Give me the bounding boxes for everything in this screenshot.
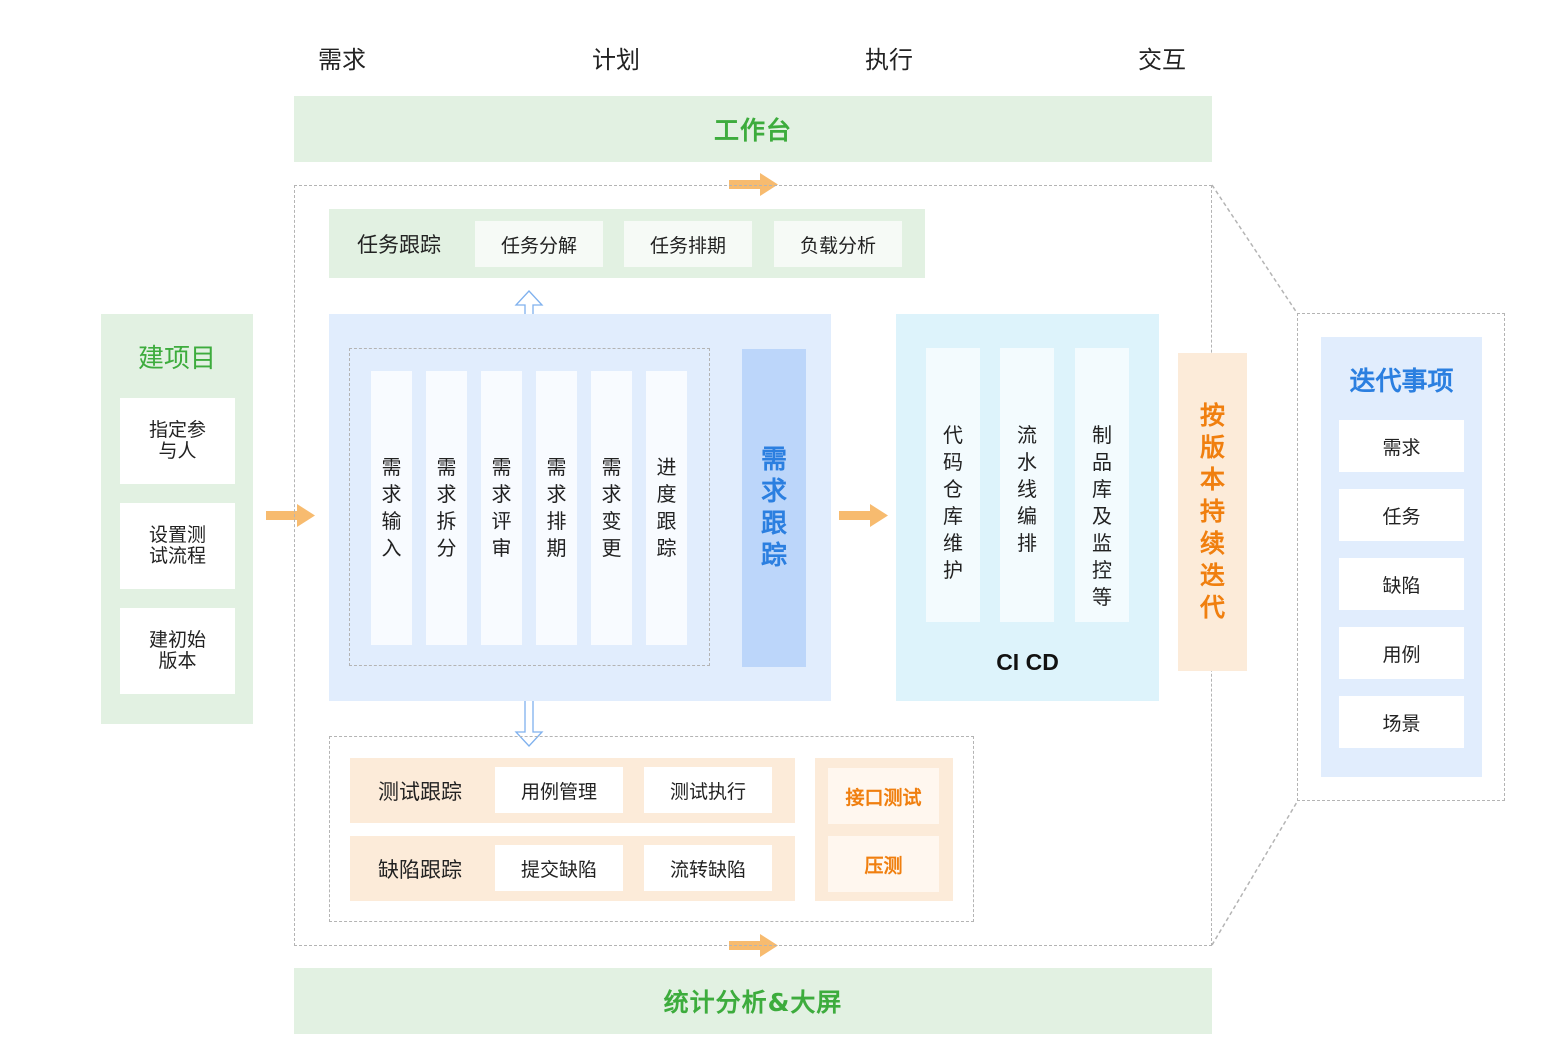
requirement-column-text: 需求变更 <box>601 455 622 560</box>
iteration-item[interactable]: 任务 <box>1339 489 1464 541</box>
task-tracking-item[interactable]: 任务排期 <box>624 221 752 267</box>
requirement-column[interactable]: 需求评审 <box>481 371 522 645</box>
requirement-column[interactable]: 需求排期 <box>536 371 577 645</box>
connector-line <box>1211 184 1298 314</box>
requirement-column[interactable]: 进度跟踪 <box>646 371 687 645</box>
requirement-dashed-group <box>349 348 710 666</box>
phase-label: 计划 <box>592 46 640 74</box>
phase-label: 需求 <box>318 46 366 74</box>
iteration-item[interactable]: 场景 <box>1339 696 1464 748</box>
build-project-item[interactable]: 建初始 版本 <box>120 608 235 694</box>
defect-tracking-label: 缺陷跟踪 <box>378 857 462 882</box>
requirement-tracking-title-box[interactable]: 需求跟踪 <box>742 349 806 667</box>
requirement-column[interactable]: 需求拆分 <box>426 371 467 645</box>
requirement-column-text: 需求评审 <box>491 455 512 560</box>
iteration-items-title: 迭代事项 <box>1349 366 1454 397</box>
cicd-panel: 代码仓库维护 流水线编排 制品库及监控等 CI CD <box>896 314 1159 701</box>
requirement-column[interactable]: 需求输入 <box>371 371 412 645</box>
testing-dashed-group <box>329 736 974 922</box>
build-project-item[interactable]: 设置测 试流程 <box>120 503 235 589</box>
task-tracking-panel: 任务跟踪 任务分解 任务排期 负载分析 <box>329 209 925 278</box>
test-tracking-item[interactable]: 用例管理 <box>495 767 623 813</box>
cicd-column-text: 流水线编排 <box>1017 423 1037 555</box>
iteration-dashed-frame <box>1297 313 1505 801</box>
requirement-tracking-title: 需求跟踪 <box>760 445 787 571</box>
cicd-column-text: 制品库及监控等 <box>1092 423 1112 609</box>
defect-tracking-row: 缺陷跟踪 提交缺陷 流转缺陷 <box>350 836 795 901</box>
cicd-column-text: 代码仓库维护 <box>943 423 963 582</box>
task-tracking-item[interactable]: 任务分解 <box>475 221 603 267</box>
build-project-panel: 建项目 指定参 与人 设置测 试流程 建初始 版本 <box>101 314 253 724</box>
workbench-bar[interactable]: 工作台 <box>294 96 1212 162</box>
test-tracking-row: 测试跟踪 用例管理 测试执行 <box>350 758 795 823</box>
phase-label: 交互 <box>1138 46 1186 74</box>
test-tracking-item[interactable]: 测试执行 <box>644 767 772 813</box>
test-tracking-label: 测试跟踪 <box>378 779 462 804</box>
defect-tracking-item[interactable]: 提交缺陷 <box>495 845 623 891</box>
iteration-items-panel: 迭代事项 需求 任务 缺陷 用例 场景 <box>1321 337 1482 777</box>
api-test-panel: 接口测试 压测 <box>815 758 953 901</box>
api-test-item[interactable]: 压测 <box>828 836 939 892</box>
cicd-column[interactable]: 代码仓库维护 <box>926 348 980 622</box>
requirement-column[interactable]: 需求变更 <box>591 371 632 645</box>
task-tracking-item[interactable]: 负载分析 <box>774 221 902 267</box>
build-project-title: 建项目 <box>137 343 216 374</box>
build-project-item[interactable]: 指定参 与人 <box>120 398 235 484</box>
task-tracking-label: 任务跟踪 <box>357 232 441 257</box>
requirement-column-text: 需求排期 <box>546 455 567 560</box>
cicd-title: CI CD <box>996 648 1059 675</box>
iteration-item[interactable]: 需求 <box>1339 420 1464 472</box>
phase-label: 执行 <box>865 46 913 74</box>
requirement-column-text: 进度跟踪 <box>656 455 677 560</box>
defect-tracking-item[interactable]: 流转缺陷 <box>644 845 772 891</box>
cicd-column[interactable]: 流水线编排 <box>1000 348 1054 622</box>
cicd-column[interactable]: 制品库及监控等 <box>1075 348 1129 622</box>
api-test-item[interactable]: 接口测试 <box>828 768 939 824</box>
iteration-item[interactable]: 用例 <box>1339 627 1464 679</box>
iteration-item[interactable]: 缺陷 <box>1339 558 1464 610</box>
statistics-bar[interactable]: 统计分析&大屏 <box>294 968 1212 1034</box>
connector-line <box>1211 801 1298 946</box>
iterate-by-version-box[interactable]: 按版本持续迭代 <box>1178 353 1247 671</box>
iterate-by-version-label: 按版本持续迭代 <box>1199 401 1225 622</box>
requirement-column-text: 需求输入 <box>381 455 402 560</box>
requirement-panel: 需求输入 需求拆分 需求评审 需求排期 需求变更 进度跟踪 需求跟踪 <box>329 314 831 701</box>
requirement-column-text: 需求拆分 <box>436 455 457 560</box>
